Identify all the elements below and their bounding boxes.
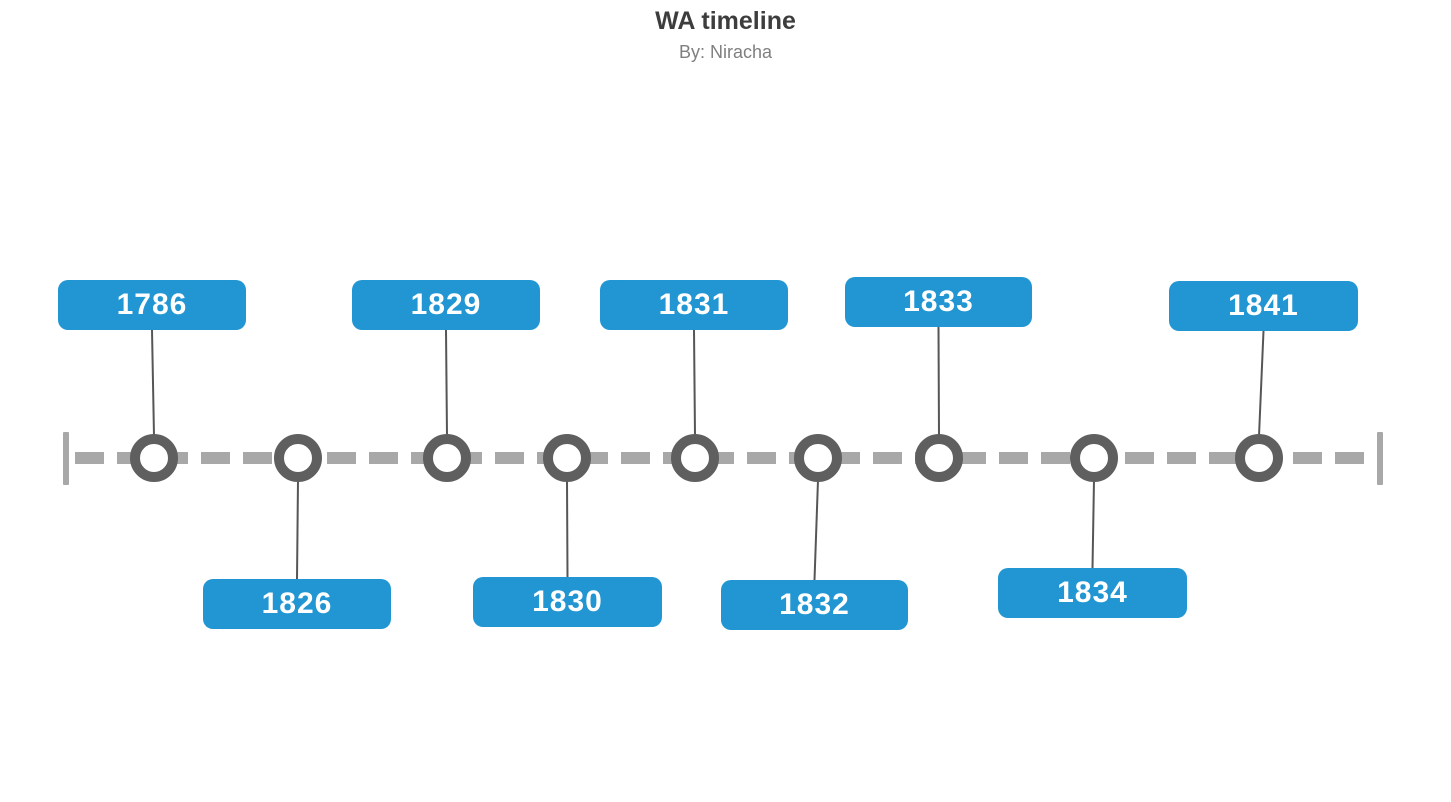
event-year-box[interactable]: 1826 [203, 579, 391, 629]
event-node-circle[interactable] [274, 434, 322, 482]
event-year-box[interactable]: 1786 [58, 280, 246, 330]
event-node-circle[interactable] [671, 434, 719, 482]
event-year-box[interactable]: 1841 [1169, 281, 1358, 331]
event-year-label: 1829 [410, 288, 482, 321]
event-node-circle[interactable] [423, 434, 471, 482]
page-title: WA timeline [655, 7, 796, 35]
event-node-circle[interactable] [915, 434, 963, 482]
event-connector-line [445, 329, 448, 437]
event-year-label: 1826 [261, 587, 333, 620]
timeline-start-cap [63, 432, 69, 485]
event-year-label: 1832 [779, 588, 850, 621]
event-node-circle[interactable] [130, 434, 178, 482]
event-connector-line [693, 329, 696, 437]
event-node-circle[interactable] [794, 434, 842, 482]
timeline-header: WA timeline By: Niracha [0, 7, 1451, 62]
event-node-circle[interactable] [1235, 434, 1283, 482]
event-node-circle[interactable] [543, 434, 591, 482]
event-connector-line [813, 479, 819, 581]
event-connector-line [296, 479, 299, 580]
event-year-label: 1833 [903, 285, 974, 318]
event-year-box[interactable]: 1834 [998, 568, 1187, 618]
timeline-end-cap [1377, 432, 1383, 485]
event-year-box[interactable]: 1831 [600, 280, 788, 330]
event-year-label: 1786 [116, 288, 188, 321]
event-connector-line [566, 479, 569, 578]
event-year-label: 1830 [532, 585, 603, 618]
event-year-box[interactable]: 1829 [352, 280, 540, 330]
timeline-axis [75, 452, 1370, 464]
event-connector-line [1091, 479, 1095, 569]
event-year-box[interactable]: 1832 [721, 580, 908, 630]
event-connector-line [937, 326, 940, 437]
event-year-box[interactable]: 1830 [473, 577, 662, 627]
event-year-box[interactable]: 1833 [845, 277, 1032, 327]
event-year-label: 1841 [1228, 289, 1299, 322]
event-year-label: 1831 [658, 288, 730, 321]
event-year-label: 1834 [1057, 576, 1128, 609]
event-connector-line [1258, 330, 1265, 437]
event-connector-line [151, 329, 155, 437]
page-subtitle: By: Niracha [678, 41, 773, 62]
event-node-circle[interactable] [1070, 434, 1118, 482]
